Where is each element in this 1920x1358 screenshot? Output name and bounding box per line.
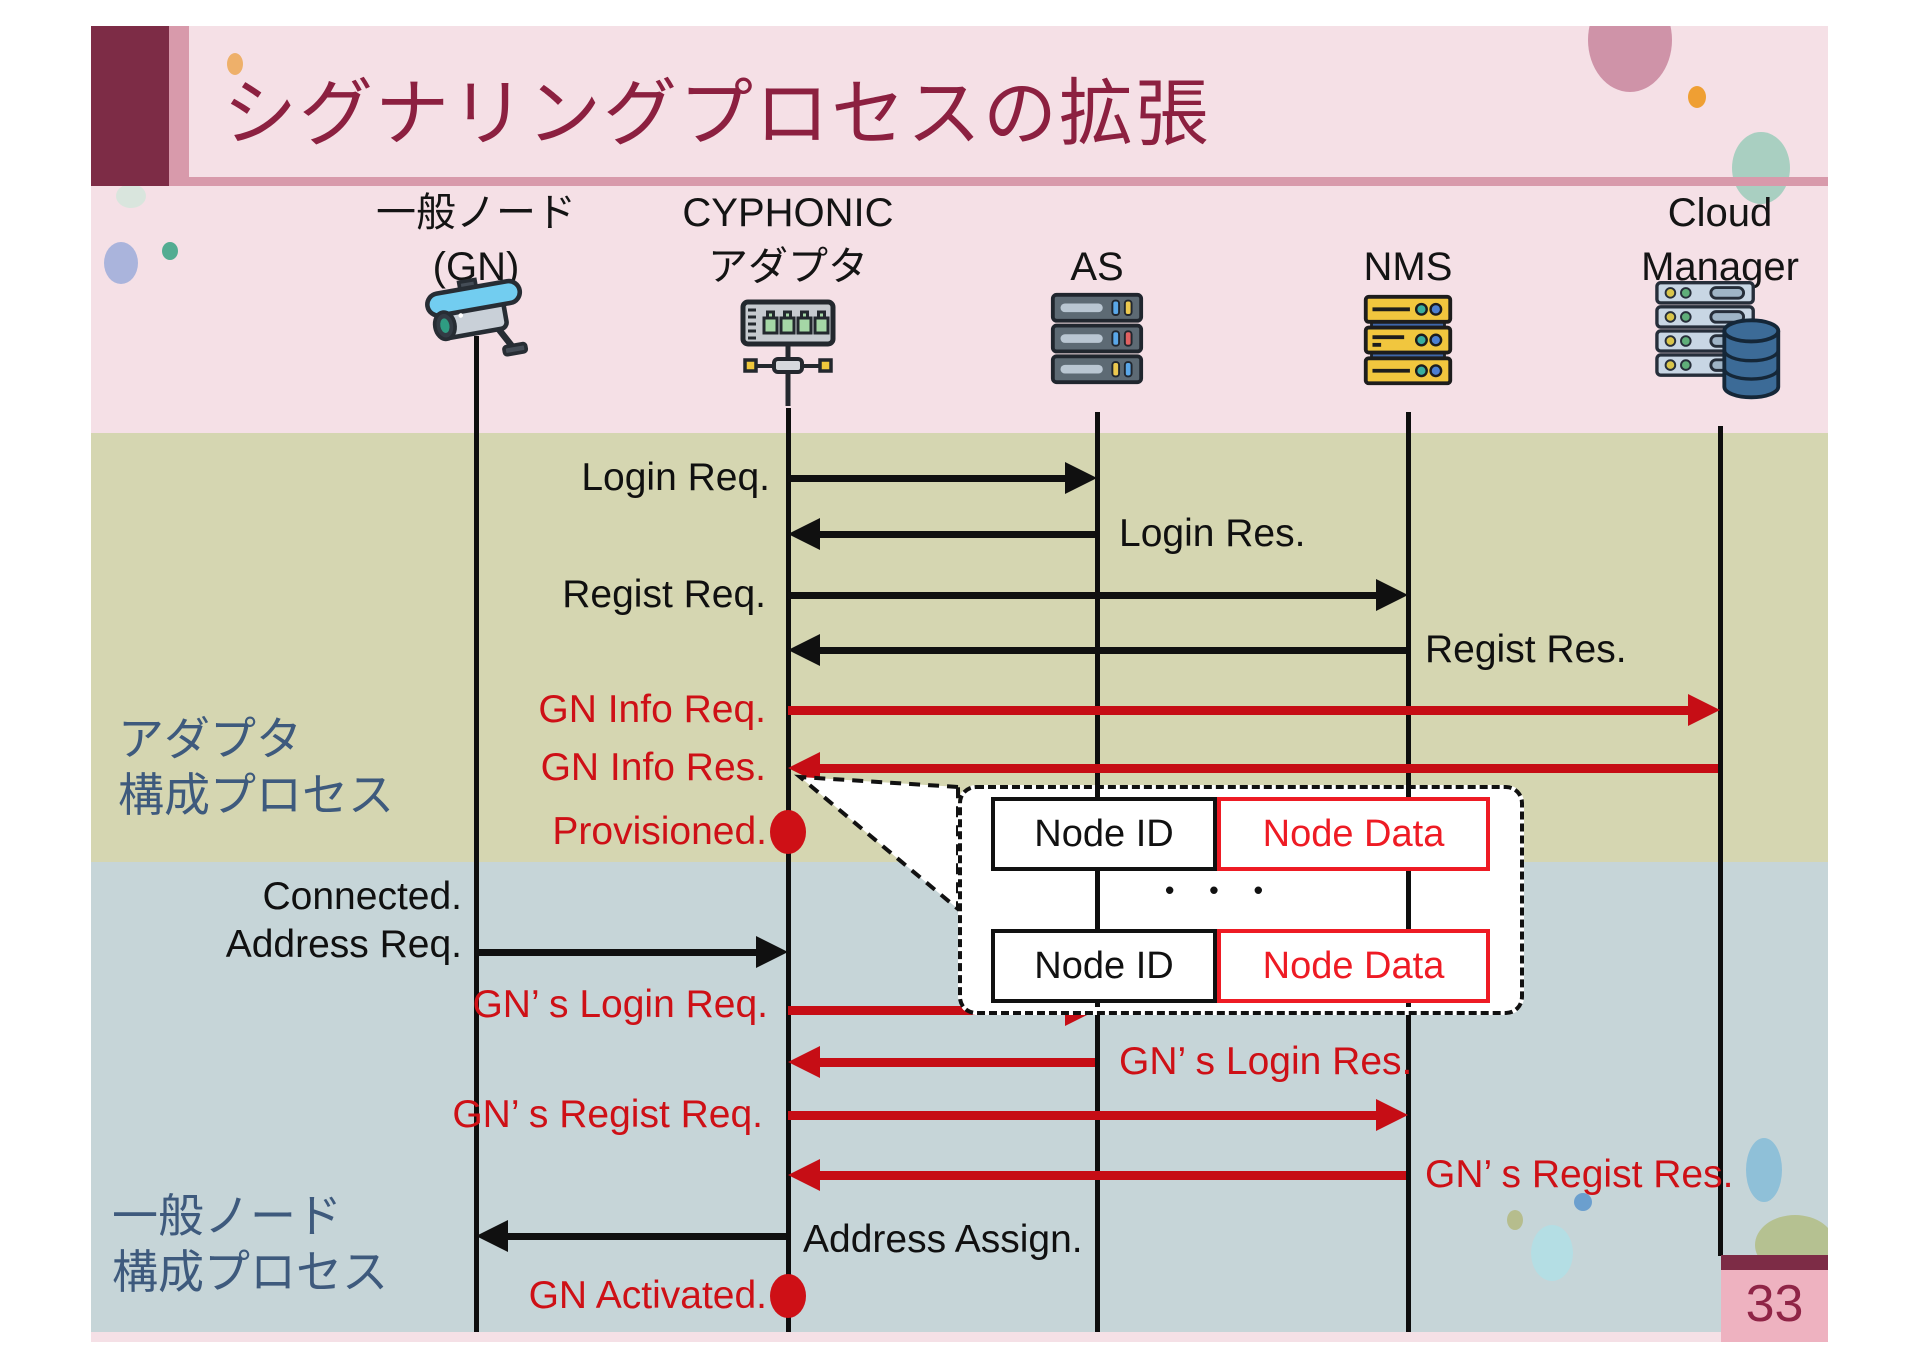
- message-label: Login Res.: [1119, 512, 1306, 555]
- message-label: GN Info Res.: [540, 746, 766, 789]
- decorative-dot: [162, 242, 178, 260]
- lifeline-cloud_manager: [1718, 426, 1723, 1256]
- node-data-box: Node Data: [1217, 797, 1490, 871]
- message-line: [788, 591, 1378, 599]
- decorative-dot: [1732, 132, 1790, 204]
- message-line: [816, 1057, 1095, 1067]
- message-line: [476, 948, 758, 956]
- callout-ellipsis: • • •: [1165, 875, 1277, 905]
- decorative-dot: [104, 242, 138, 284]
- phase-label-line: 一般ノード: [112, 1190, 342, 1242]
- message-arrowhead: [1688, 694, 1720, 726]
- message-arrowhead: [788, 1159, 820, 1191]
- message-label: GN’ s Regist Req.: [452, 1093, 763, 1136]
- title-accent-stripe: [169, 26, 189, 186]
- message-label: Regist Req.: [562, 573, 766, 616]
- message-arrowhead: [1376, 1099, 1408, 1131]
- phase-label-line: アダプタ: [118, 713, 302, 765]
- message-arrowhead: [476, 1220, 508, 1252]
- message-line: [816, 763, 1718, 773]
- event-dot: [770, 1274, 806, 1318]
- actor-label-adapter: CYPHONIC アダプタ: [618, 160, 958, 294]
- lifeline-gn: [474, 336, 479, 1332]
- camera-icon: [421, 276, 531, 373]
- phase-label-line: 構成プロセス: [112, 1246, 388, 1298]
- decorative-dot: [116, 184, 146, 208]
- actor-label-line: AS: [1070, 245, 1124, 289]
- message-arrowhead: [788, 1046, 820, 1078]
- diagram-layer: 一般ノード(GN) CYPHONIC アダプタ: [91, 26, 1828, 1332]
- message-line: [816, 1170, 1406, 1180]
- message-label: Login Req.: [581, 456, 770, 499]
- message-line: [788, 1110, 1378, 1120]
- bottom-strip: [91, 1332, 1828, 1342]
- message-line: [788, 474, 1067, 482]
- message-line: [816, 646, 1406, 654]
- decorative-dot: [227, 53, 243, 75]
- actor-label-line: NMS: [1363, 245, 1453, 289]
- phase-label-adapter-config: アダプタ構成プロセス: [118, 711, 394, 823]
- message-label: Address Assign.: [803, 1218, 1083, 1261]
- actor-label-line: Cloud: [1667, 191, 1773, 235]
- actor-label-line: アダプタ: [708, 245, 868, 289]
- event-label: Provisioned.: [552, 810, 767, 853]
- callout-tail: [794, 774, 960, 914]
- message-line: [504, 1232, 786, 1240]
- phase-label-line: 構成プロセス: [118, 769, 394, 821]
- page-title: シグナリングプロセスの拡張: [223, 72, 1211, 155]
- event-label: GN Activated.: [528, 1274, 767, 1317]
- actor-label-nms: NMS: [1238, 160, 1578, 294]
- message-line: [788, 1005, 1067, 1015]
- lifeline-adapter: [786, 408, 791, 1332]
- message-arrowhead: [1065, 462, 1097, 494]
- message-arrowhead: [756, 936, 788, 968]
- title-accent-block: [91, 26, 169, 186]
- server-gray-icon: [1049, 290, 1145, 393]
- message-label: Regist Res.: [1425, 628, 1627, 671]
- node-id-box: Node ID: [991, 797, 1217, 871]
- message-arrowhead: [788, 634, 820, 666]
- message-label: GN’ s Regist Res.: [1425, 1153, 1734, 1196]
- decorative-dot: [1574, 1193, 1592, 1211]
- callout-line-nms: [1406, 785, 1411, 1007]
- page-number-bar: [1721, 1255, 1828, 1270]
- actor-label-line: 一般ノード: [376, 191, 576, 235]
- message-label: Connected.: [262, 875, 462, 918]
- page-number: 33: [1745, 1275, 1804, 1333]
- actor-label-line: CYPHONIC: [682, 191, 894, 235]
- message-label: GN’ s Login Res.: [1119, 1040, 1413, 1083]
- title-underline: [189, 177, 1828, 186]
- page-number-box: [1721, 1270, 1828, 1342]
- decorative-dot: [1688, 86, 1706, 108]
- actor-label-gn: 一般ノード(GN): [306, 160, 646, 294]
- message-label: Address Req.: [225, 923, 462, 966]
- node-data-box: Node Data: [1217, 929, 1490, 1003]
- switch-icon: [733, 296, 843, 413]
- phase-label-gn-config: 一般ノード構成プロセス: [112, 1188, 388, 1300]
- message-arrowhead: [1376, 579, 1408, 611]
- slide: シグナリングプロセスの拡張 一般ノード(GN) CYPHONIC アダプタ: [91, 26, 1828, 1342]
- node-id-box: Node ID: [991, 929, 1217, 1003]
- decorative-dot: [1507, 1210, 1523, 1230]
- header-band: [91, 26, 1828, 433]
- decorative-dot: [1531, 1225, 1573, 1281]
- event-dot: [770, 810, 806, 854]
- server-yellow-icon: [1360, 294, 1456, 393]
- message-line: [816, 530, 1095, 538]
- actor-label-as: AS: [927, 160, 1267, 294]
- message-line: [788, 705, 1690, 715]
- message-label: GN’ s Login Req.: [472, 983, 768, 1026]
- message-arrowhead: [788, 518, 820, 550]
- decorative-dot: [1746, 1138, 1782, 1202]
- server-db-icon: [1655, 280, 1785, 407]
- callout-line-as: [1095, 785, 1100, 1007]
- message-label: GN Info Req.: [538, 688, 766, 731]
